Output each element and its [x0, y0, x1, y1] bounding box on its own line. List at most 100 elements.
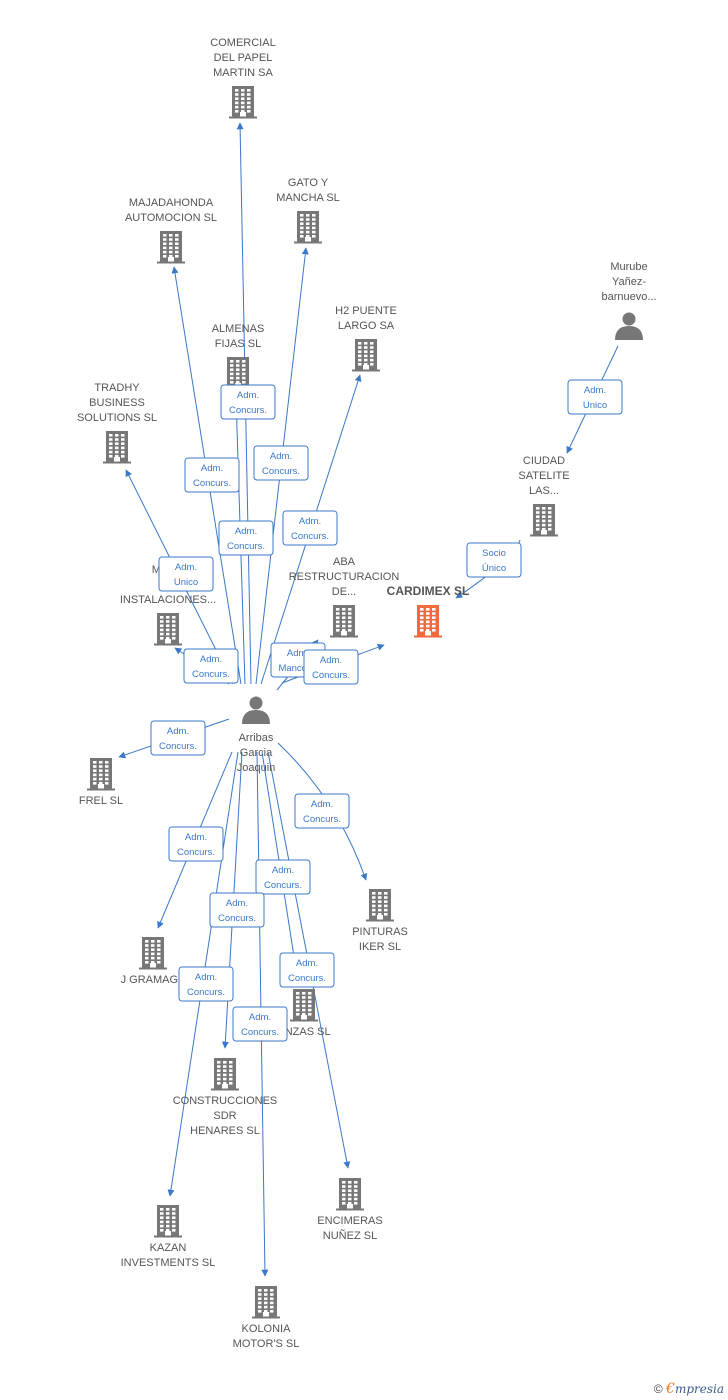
node-label: ABA: [333, 556, 356, 568]
building-icon: [330, 605, 358, 638]
role-label-text: Adm.: [287, 648, 309, 659]
role-label-arribas-tradhy: Adm. Unico: [158, 556, 214, 592]
node-label: GATO Y: [288, 177, 329, 189]
role-label-arribas-gato: Adm.Concurs.: [253, 445, 309, 481]
role-label-box: [255, 859, 311, 895]
role-label-box: [183, 648, 239, 684]
building-icon: [366, 889, 394, 922]
role-label-box: [232, 1006, 288, 1042]
node-label: H2 PUENTE: [335, 305, 397, 317]
role-label-arribas-jgramage: Adm.Concurs.: [168, 826, 224, 862]
role-label-box: [294, 793, 350, 829]
building-icon: [87, 758, 115, 791]
node-anzas[interactable]: ANZAS SL: [277, 989, 331, 1038]
role-label-text: Único: [482, 563, 506, 574]
node-frel[interactable]: FREL SL: [79, 758, 123, 807]
node-murube[interactable]: MurubeYañez-barnuevo...: [601, 261, 657, 340]
node-label: J GRAMAGE: [121, 974, 186, 986]
role-label-text: Unico: [174, 577, 198, 588]
building-icon: [139, 937, 167, 970]
role-label-text: Mancom.: [278, 663, 317, 674]
node-label: FREL SL: [79, 795, 123, 807]
role-label-arribas-encimeras: Adm.Concurs.: [279, 952, 335, 988]
node-label: MAJADAHONDA: [129, 197, 214, 209]
node-label: MOTOR'S SL: [233, 1338, 300, 1350]
node-label: ENCIMERAS: [317, 1215, 382, 1227]
node-label: CIUDAD: [523, 455, 565, 467]
node-label: COMERCIAL: [210, 37, 275, 49]
role-label-text: Adm.: [167, 726, 189, 737]
role-label-text: Concurs.: [229, 405, 267, 416]
brand-initial: €: [666, 1381, 675, 1397]
node-label: CARDIMEX SL: [387, 584, 470, 598]
node-label: SDR: [213, 1110, 236, 1122]
role-label-text: Adm.: [320, 655, 342, 666]
node-kazan[interactable]: KAZAN INVESTMENTS SL: [121, 1205, 216, 1269]
role-label-text: Adm.: [226, 898, 248, 909]
role-label-text: Adm.: [249, 1012, 271, 1023]
node-label: Joaquin: [237, 762, 276, 774]
node-label: Yañez-: [612, 276, 646, 288]
role-label-text: Concurs.: [312, 670, 350, 681]
node-label: Arribas: [239, 732, 274, 744]
node-label: INSTALACIONES...: [120, 594, 216, 606]
role-label-text: Concurs.: [264, 880, 302, 891]
role-label-text: Concurs.: [303, 814, 341, 825]
role-label-arribas-cardimex: Adm. Concurs.: [303, 649, 359, 685]
role-label-arribas-pinturas: Adm.Concurs.: [294, 793, 350, 829]
role-label-arribas-h2: Adm.Concurs.: [282, 510, 338, 546]
person-icon: [242, 696, 270, 724]
role-label-text: Concurs.: [177, 847, 215, 858]
role-label-box: [282, 510, 338, 546]
node-label: HENARES SL: [190, 1125, 260, 1137]
node-aba[interactable]: ABARESTRUCTURACIONDE...: [289, 556, 400, 638]
building-icon: [252, 1286, 280, 1319]
role-label-text: Adm.: [235, 526, 257, 537]
building-icon: [103, 431, 131, 464]
role-label-arribas-construcciones: Adm. Concurs.: [209, 892, 265, 928]
role-label-box: [209, 892, 265, 928]
node-ciudad[interactable]: CIUDADSATELITELAS...: [518, 455, 570, 537]
role-label-text: Concurs.: [187, 987, 225, 998]
node-label: KAZAN: [150, 1242, 187, 1254]
role-label-box: [220, 384, 276, 420]
role-label-box: [279, 952, 335, 988]
role-label-text: Concurs.: [218, 913, 256, 924]
node-cardimex[interactable]: CARDIMEX SL: [387, 584, 470, 638]
node-label: IKER SL: [359, 941, 401, 953]
role-label-arribas-comercial: Adm.Concurs.: [220, 384, 276, 420]
node-label: BUSINESS: [89, 397, 145, 409]
node-label: ALMENAS: [212, 323, 265, 335]
node-majadahonda[interactable]: MAJADAHONDA AUTOMOCION SL: [125, 197, 217, 264]
role-label-box: [253, 445, 309, 481]
role-label-text: Concurs.: [192, 669, 230, 680]
role-label-text: Adm.: [299, 516, 321, 527]
node-kolonia[interactable]: KOLONIA MOTOR'S SL: [233, 1286, 300, 1350]
node-label: CONSTRUCCIONES: [173, 1095, 278, 1107]
node-construcciones[interactable]: CONSTRUCCIONES SDR HENARES SL: [173, 1058, 278, 1137]
role-label-murube-ciudad: Adm.Unico: [567, 379, 623, 415]
node-label: MARTIN SA: [213, 67, 273, 79]
role-label-text: Adm.: [201, 463, 223, 474]
role-label-box: [150, 720, 206, 756]
node-label: KOLONIA: [242, 1323, 292, 1335]
node-label: AUTOMOCION SL: [125, 212, 217, 224]
node-label: Murube: [610, 261, 647, 273]
role-label-arribas-frel: Adm. Concurs.: [150, 720, 206, 756]
node-label: INVESTMENTS SL: [121, 1257, 216, 1269]
role-label-text: Concurs.: [241, 1027, 279, 1038]
role-label-box: [218, 520, 274, 556]
role-label-text: Adm.: [175, 562, 197, 573]
role-label-text: Concurs.: [193, 478, 231, 489]
node-jgramage[interactable]: J GRAMAGE: [121, 937, 186, 986]
role-label-text: Concurs.: [159, 741, 197, 752]
building-icon: [211, 1058, 239, 1091]
